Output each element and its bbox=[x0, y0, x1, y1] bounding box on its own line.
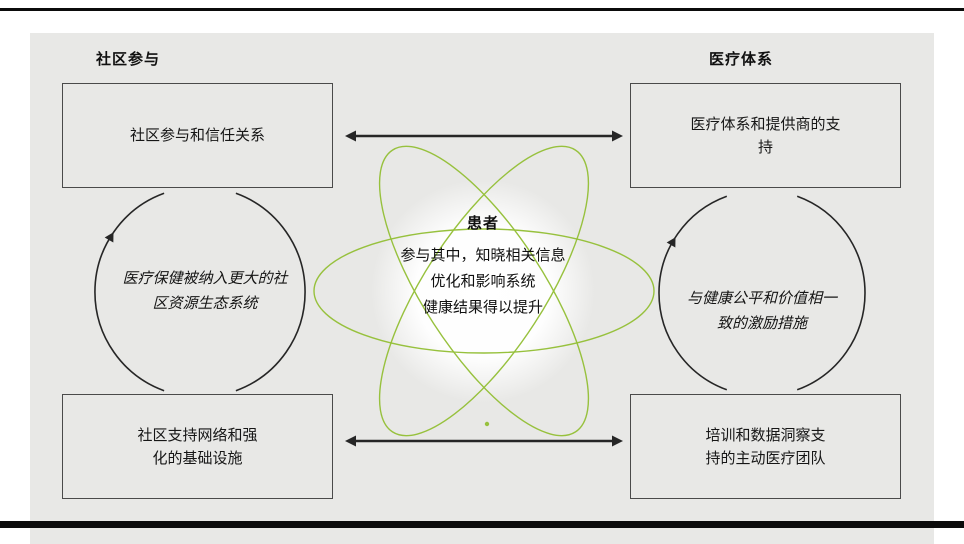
box-top-left-label: 社区参与和信任关系 bbox=[129, 127, 265, 144]
section-title-health-system: 医疗体系 bbox=[709, 51, 774, 68]
bottom-connector-arrow bbox=[345, 435, 623, 447]
bottom-rule bbox=[0, 521, 964, 528]
box-top-right-label: 医疗体系和提供商的支 持 bbox=[690, 115, 841, 156]
center-glow bbox=[371, 179, 595, 403]
box-top-left: 社区参与和信任关系 bbox=[62, 83, 333, 188]
electron-dot bbox=[484, 421, 490, 427]
patient-benefit-lines: 参与其中，知晓相关信息 优化和影响系统 健康结果得以提升 bbox=[400, 247, 566, 316]
patient-title: 患者 bbox=[466, 215, 499, 232]
box-bottom-right: 培训和数据洞察支 持的主动医疗团队 bbox=[630, 394, 901, 499]
box-bottom-left-label: 社区支持网络和强 化的基础设施 bbox=[137, 426, 258, 467]
left-cycle-arrow bbox=[94, 192, 306, 392]
right-cycle-arrow bbox=[658, 195, 866, 391]
patient-center-block: 患者 参与其中，知晓相关信息 优化和影响系统 健康结果得以提升 bbox=[358, 212, 608, 321]
top-connector-arrow bbox=[345, 130, 623, 142]
box-bottom-left: 社区支持网络和强 化的基础设施 bbox=[62, 394, 333, 499]
box-top-right: 医疗体系和提供商的支 持 bbox=[630, 83, 901, 188]
section-title-community: 社区参与 bbox=[96, 51, 161, 68]
right-cycle-note: 与健康公平和价值相一 致的激励措施 bbox=[686, 290, 837, 332]
box-bottom-right-label: 培训和数据洞察支 持的主动医疗团队 bbox=[705, 426, 826, 467]
top-rule bbox=[0, 8, 964, 11]
atom-icon bbox=[313, 145, 655, 437]
left-cycle-note: 医疗保健被纳入更大的社 区资源生态系统 bbox=[122, 270, 288, 312]
